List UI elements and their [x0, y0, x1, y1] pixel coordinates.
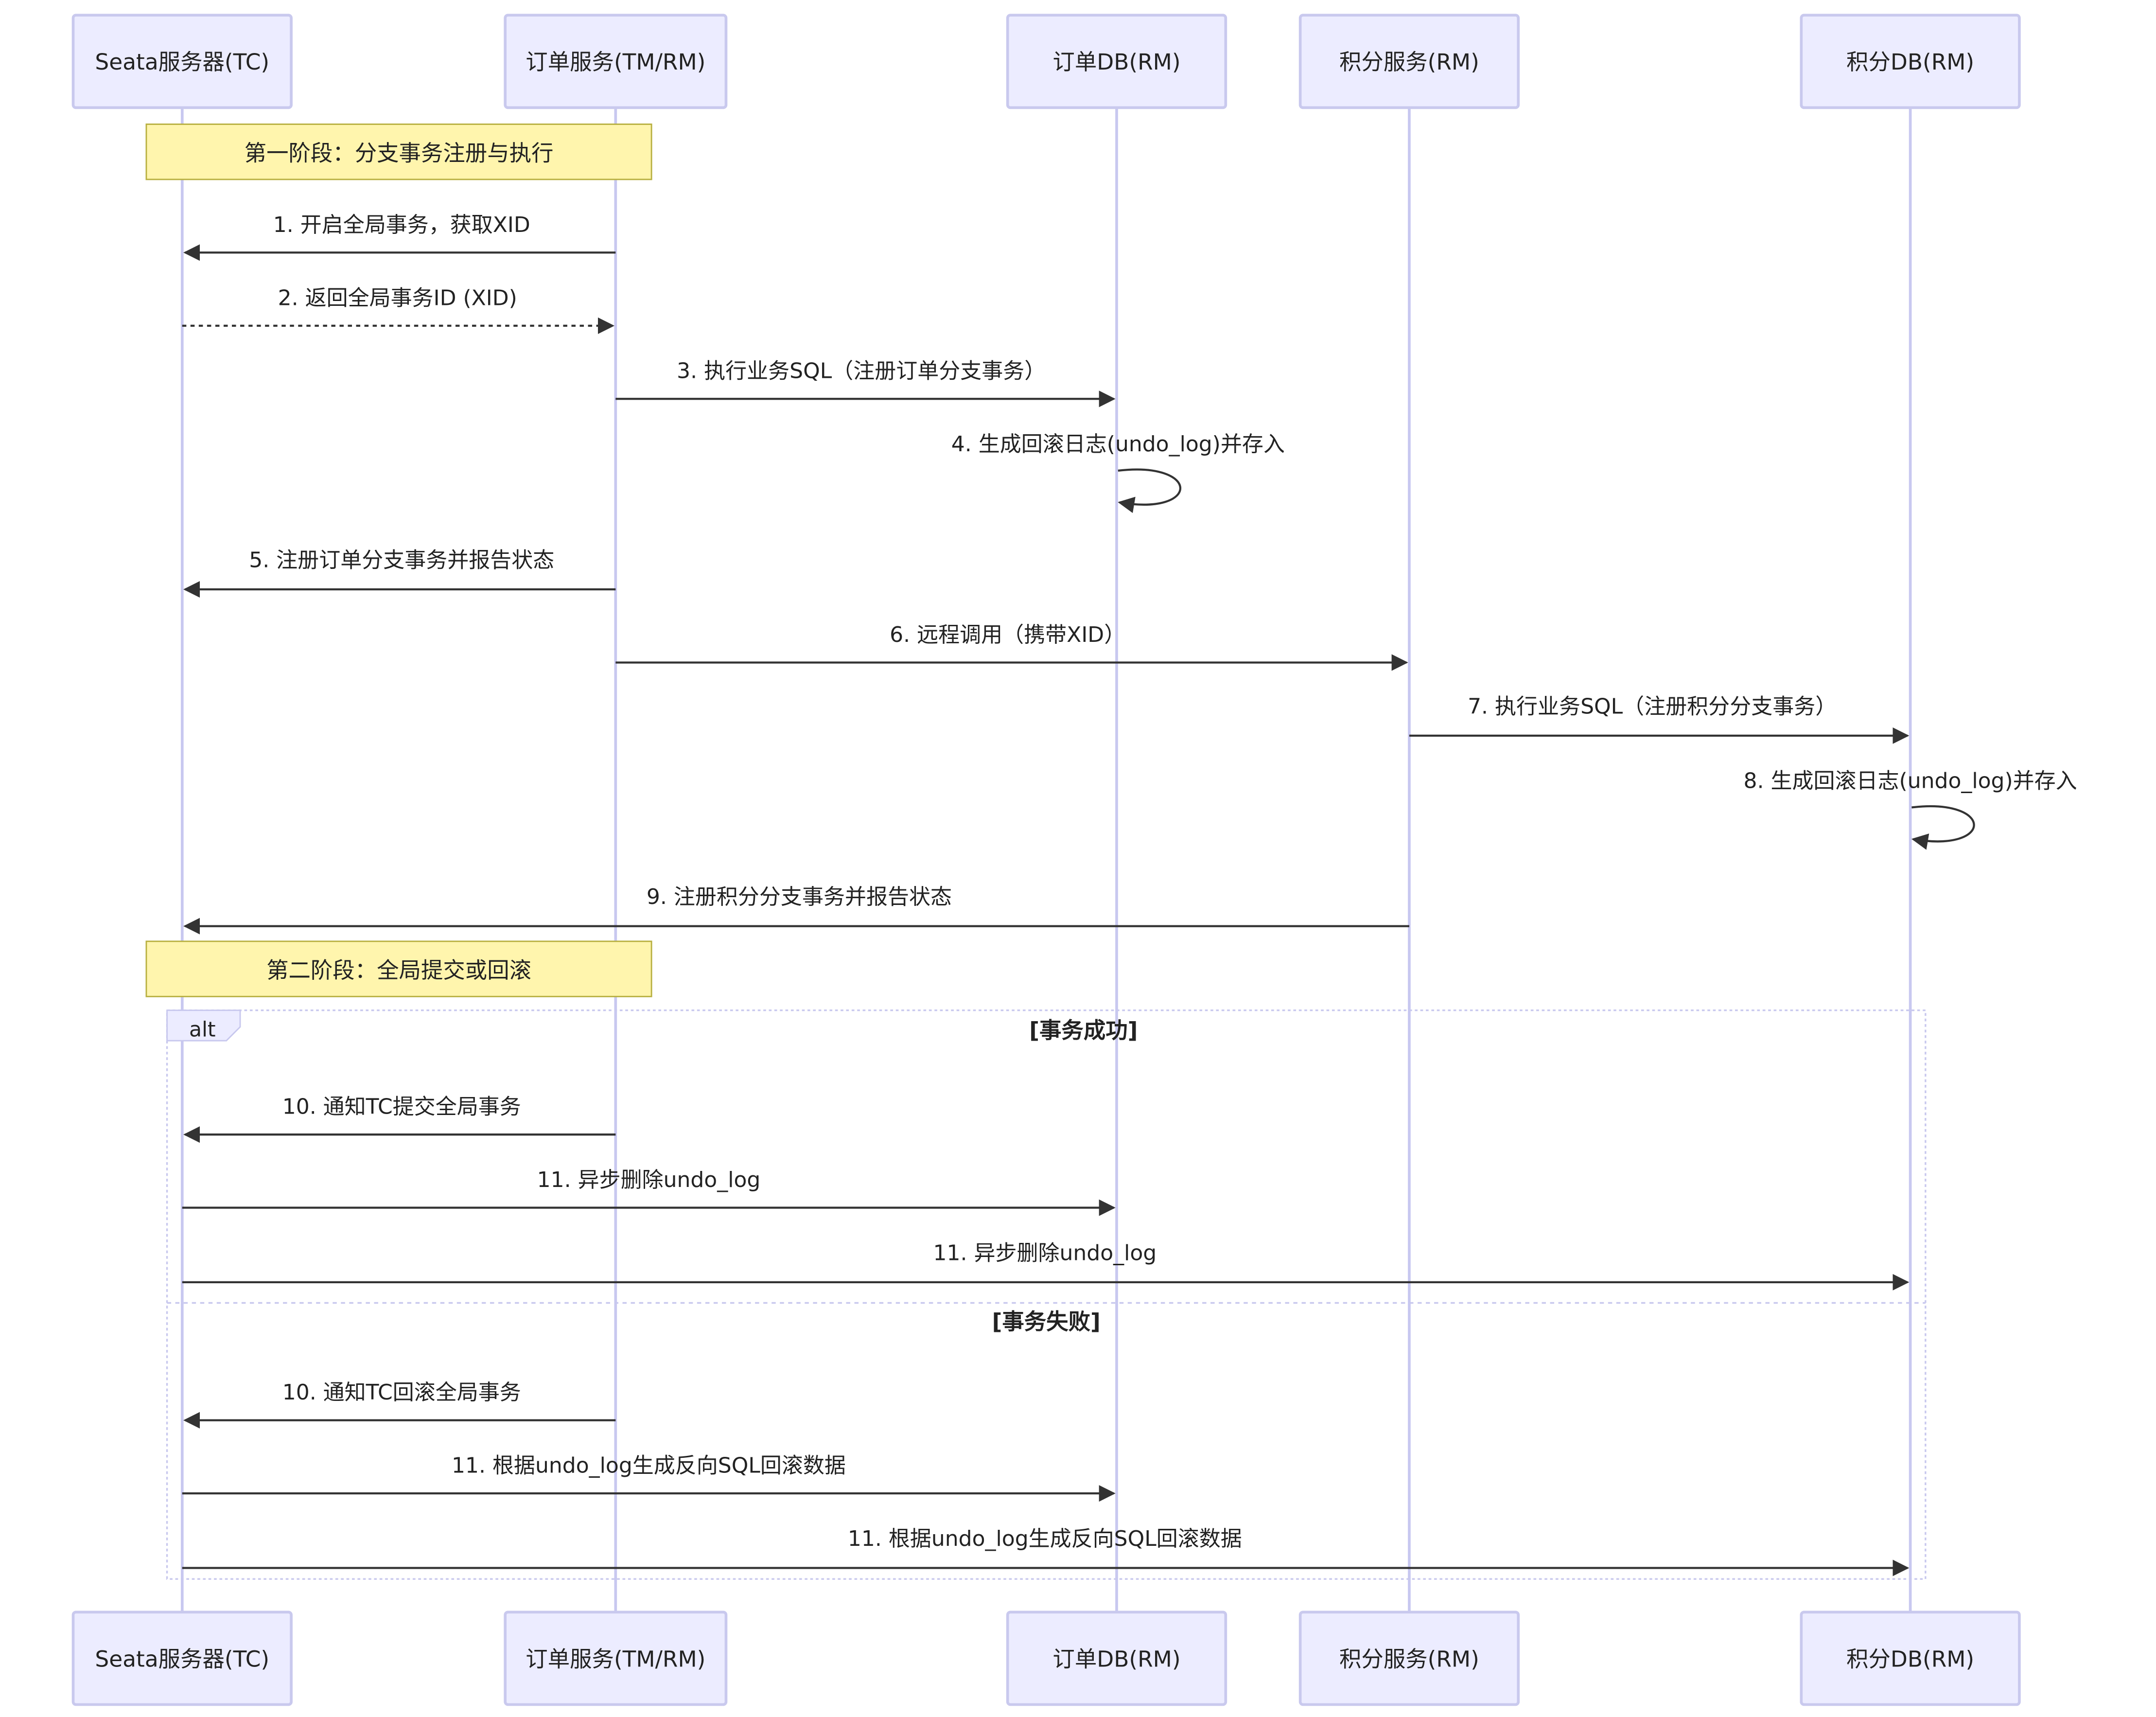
- message-11-rollback-orderdb: 11. 根据undo_log生成反向SQL回滚数据: [182, 1453, 1116, 1502]
- actor-orderdb-top: 订单DB(RM): [1006, 14, 1227, 109]
- message-6: 6. 远程调用（携带XID）: [615, 622, 1408, 671]
- message-7-label: 7. 执行业务SQL（注册积分分支事务）: [1468, 694, 1837, 719]
- note-phase-2-box: [145, 940, 652, 997]
- actors-bottom: Seata服务器(TC) 订单服务(TM/RM) 订单DB(RM) 积分服务(R…: [71, 1611, 2021, 1706]
- messages: 1. 开启全局事务，获取XID 2. 返回全局事务ID (XID) 3. 执行业…: [182, 212, 2077, 1576]
- actor-order-top-box: [504, 14, 728, 109]
- actor-pointsdb-bottom-label: 积分DB(RM): [1846, 1646, 1974, 1672]
- message-11-delete-pointsdb: 11. 异步删除undo_log: [182, 1240, 1910, 1291]
- actor-orderdb-bottom-label: 订单DB(RM): [1052, 1646, 1180, 1672]
- lifelines: [180, 107, 1912, 1612]
- actor-pointsdb-bottom-box: [1800, 1611, 2021, 1706]
- alt-frame: alt [事务成功] [事务失败]: [166, 1009, 1927, 1580]
- message-8-label: 8. 生成回滚日志(undo_log)并存入: [1744, 769, 2077, 794]
- actor-points-top: 积分服务(RM): [1298, 14, 1520, 109]
- message-9: 9. 注册积分分支事务并报告状态: [183, 885, 1409, 935]
- alt-frame-tag-label: alt: [189, 1018, 216, 1042]
- note-phase-2: 第二阶段：全局提交或回滚: [145, 940, 652, 997]
- message-11-delete-orderdb: 11. 异步删除undo_log: [182, 1168, 1116, 1216]
- message-10-rollback-label: 10. 通知TC回滚全局事务: [282, 1380, 521, 1405]
- actor-tc-bottom-box: [71, 1611, 293, 1706]
- message-11-rollback-pointsdb-label: 11. 根据undo_log生成反向SQL回滚数据: [848, 1526, 1242, 1551]
- actor-tc-top-label: Seata服务器(TC): [95, 49, 269, 75]
- actor-tc-bottom-label: Seata服务器(TC): [95, 1646, 269, 1672]
- message-10-commit: 10. 通知TC提交全局事务: [183, 1095, 616, 1143]
- message-11-delete-orderdb-label: 11. 异步删除undo_log: [537, 1168, 761, 1192]
- actor-tc-top-box: [71, 14, 293, 109]
- alt-frame-tag: [166, 1009, 241, 1042]
- message-7: 7. 执行业务SQL（注册积分分支事务）: [1409, 694, 1910, 744]
- actors-top: Seata服务器(TC) 订单服务(TM/RM) 订单DB(RM) 积分服务(R…: [71, 14, 2021, 109]
- actor-order-bottom-label: 订单服务(TM/RM): [526, 1646, 705, 1672]
- note-phase-1-box: [145, 124, 652, 180]
- message-1-label: 1. 开启全局事务，获取XID: [273, 212, 530, 237]
- actor-order-bottom-box: [504, 1611, 728, 1706]
- actor-pointsdb-top-box: [1800, 14, 2021, 109]
- actor-order-bottom: 订单服务(TM/RM): [504, 1611, 728, 1706]
- message-4-loop-arrow: [1118, 468, 1182, 513]
- actor-orderdb-top-box: [1006, 14, 1227, 109]
- message-10-commit-label: 10. 通知TC提交全局事务: [282, 1095, 521, 1119]
- actor-pointsdb-bottom: 积分DB(RM): [1800, 1611, 2021, 1706]
- actor-points-bottom: 积分服务(RM): [1298, 1611, 1520, 1706]
- alt-condition-success: [事务成功]: [1029, 1018, 1138, 1044]
- message-8-loop-arrow: [1911, 805, 1975, 850]
- note-phase-2-text: 第二阶段：全局提交或回滚: [266, 957, 531, 983]
- actor-tc-top: Seata服务器(TC): [71, 14, 293, 109]
- actor-points-top-label: 积分服务(RM): [1339, 49, 1479, 75]
- actor-orderdb-bottom: 订单DB(RM): [1006, 1611, 1227, 1706]
- message-4-label: 4. 生成回滚日志(undo_log)并存入: [951, 432, 1285, 457]
- actor-tc-bottom: Seata服务器(TC): [71, 1611, 293, 1706]
- message-2: 2. 返回全局事务ID (XID): [182, 285, 615, 334]
- message-5-label: 5. 注册订单分支事务并报告状态: [249, 548, 554, 573]
- alt-condition-failure: [事务失败]: [992, 1309, 1101, 1334]
- message-3-label: 3. 执行业务SQL（注册订单分支事务）: [677, 359, 1046, 384]
- actor-order-top-label: 订单服务(TM/RM): [526, 49, 705, 75]
- message-2-label: 2. 返回全局事务ID (XID): [278, 285, 517, 310]
- actor-orderdb-bottom-box: [1006, 1611, 1227, 1706]
- actor-points-bottom-label: 积分服务(RM): [1339, 1646, 1479, 1672]
- message-11-rollback-pointsdb: 11. 根据undo_log生成反向SQL回滚数据: [182, 1526, 1910, 1576]
- message-9-label: 9. 注册积分分支事务并报告状态: [647, 885, 952, 909]
- actor-points-bottom-box: [1298, 1611, 1520, 1706]
- actor-pointsdb-top: 积分DB(RM): [1800, 14, 2021, 109]
- actor-points-top-box: [1298, 14, 1520, 109]
- alt-frame-border: [166, 1009, 1927, 1580]
- actor-order-top: 订单服务(TM/RM): [504, 14, 728, 109]
- message-11-delete-pointsdb-label: 11. 异步删除undo_log: [933, 1240, 1157, 1265]
- message-4: 4. 生成回滚日志(undo_log)并存入: [951, 432, 1285, 513]
- message-3: 3. 执行业务SQL（注册订单分支事务）: [615, 359, 1116, 407]
- message-5: 5. 注册订单分支事务并报告状态: [183, 548, 616, 598]
- note-phase-1-text: 第一阶段：分支事务注册与执行: [245, 141, 554, 166]
- message-11-rollback-orderdb-label: 11. 根据undo_log生成反向SQL回滚数据: [452, 1453, 846, 1478]
- message-10-rollback: 10. 通知TC回滚全局事务: [183, 1380, 616, 1429]
- actor-orderdb-top-label: 订单DB(RM): [1052, 49, 1180, 75]
- message-1: 1. 开启全局事务，获取XID: [183, 212, 616, 261]
- message-6-label: 6. 远程调用（携带XID）: [890, 622, 1125, 647]
- note-phase-1: 第一阶段：分支事务注册与执行: [145, 124, 652, 180]
- actor-pointsdb-top-label: 积分DB(RM): [1846, 49, 1974, 75]
- message-8: 8. 生成回滚日志(undo_log)并存入: [1744, 769, 2077, 850]
